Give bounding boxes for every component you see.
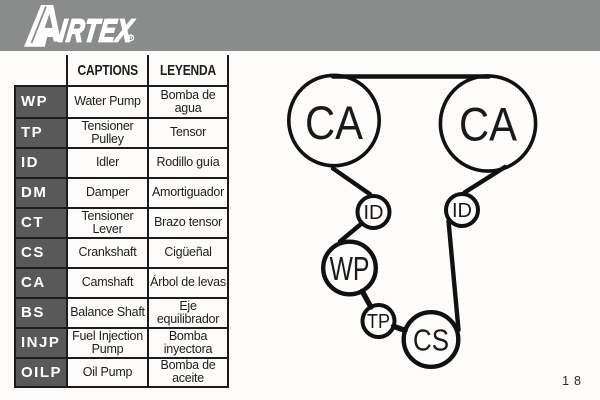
svg-text:CA: CA [459, 98, 518, 151]
svg-text:ID: ID [364, 202, 384, 224]
svg-text:R: R [129, 36, 133, 42]
svg-text:IRTEX: IRTEX [57, 13, 137, 49]
svg-text:CS: CS [413, 323, 449, 358]
svg-text:ID: ID [452, 200, 472, 222]
svg-text:CA: CA [305, 96, 364, 149]
svg-text:TP: TP [367, 311, 390, 333]
svg-text:WP: WP [330, 250, 370, 287]
